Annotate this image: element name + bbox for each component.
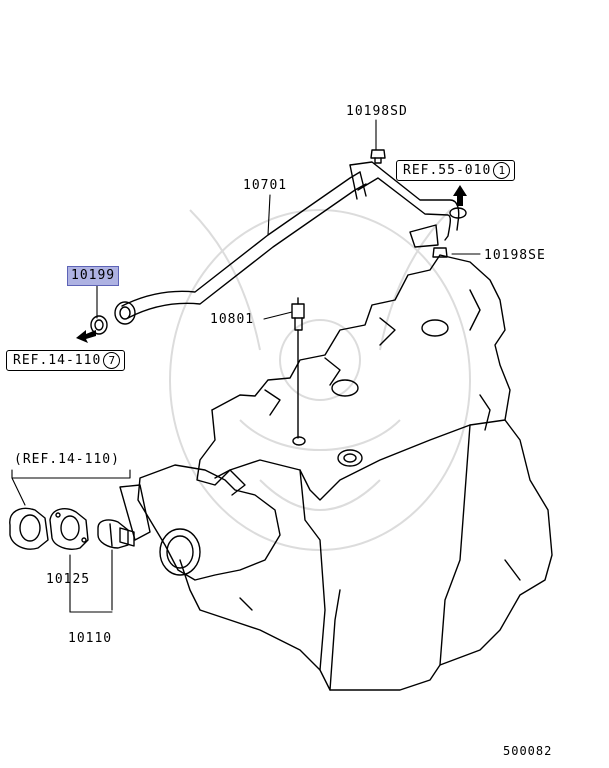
thermostat-housing [119,464,281,581]
sensor-10801 [291,297,306,446]
ref-circle-number: 7 [103,352,121,369]
callout-10125: 10125 [46,572,91,587]
diagram-code: 500082 [503,744,553,758]
callout-10701: 10701 [243,178,288,193]
gasket-ring-10199 [90,301,136,335]
callout-10801: 10801 [210,312,255,327]
ref-circle-number: 1 [493,162,511,179]
callout-10199-highlighted[interactable]: 10199 [67,266,120,286]
callout-ref-thermostat: (REF.14-110) [14,452,120,467]
thermostat-parts [9,507,135,550]
arrow-to-ref-left [76,330,96,343]
watermark-emblem [169,209,471,551]
callout-10198SD: 10198SD [346,104,408,119]
callout-10110: 10110 [68,631,113,646]
ref-box-text: REF.55-010 [403,163,492,178]
ref-box-text: REF.14-110 [13,353,102,368]
engine-block [179,254,553,691]
callout-10198SE: 10198SE [484,248,546,263]
bolt-10198SD [370,149,386,164]
arrow-to-ref-top [453,185,467,206]
leader-lines [11,119,481,613]
water-pipe-10701 [121,161,467,319]
